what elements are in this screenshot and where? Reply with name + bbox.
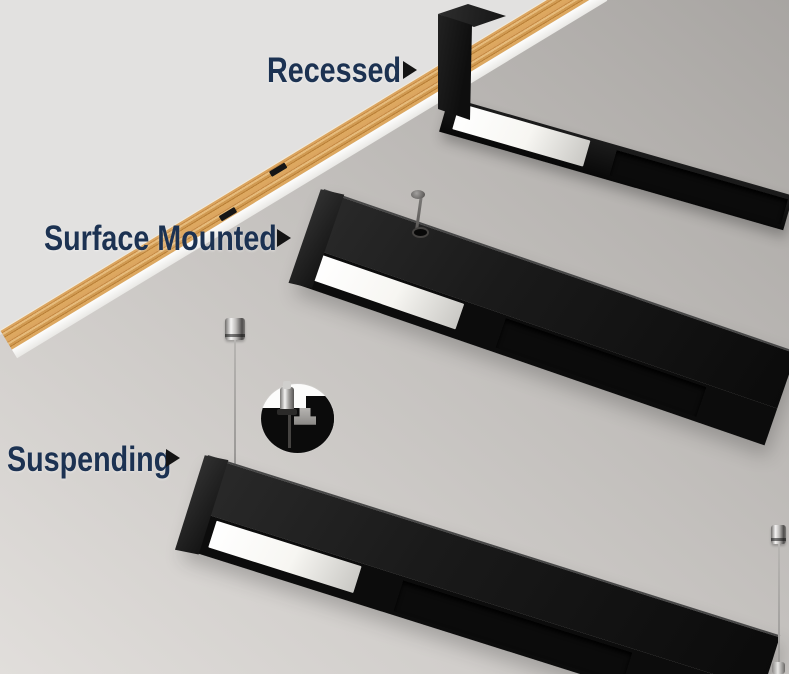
suspension-adapter	[294, 408, 316, 425]
panel-slot	[268, 162, 288, 177]
louver-cell	[495, 322, 512, 350]
screw-hole	[412, 227, 429, 238]
suspension-wire	[234, 340, 236, 464]
louver-cell	[393, 584, 409, 613]
suspension-canopy	[225, 318, 245, 340]
louver-cell	[609, 153, 622, 178]
louver-cell	[495, 322, 512, 350]
louver-cell	[393, 584, 409, 613]
label-suspending: Suspending	[7, 440, 172, 479]
louver-cell	[393, 584, 409, 613]
louver-cell	[393, 584, 409, 613]
arrow-right-icon	[403, 61, 417, 79]
louver-cell	[609, 153, 622, 178]
louver-cell	[495, 322, 512, 350]
louver-cell	[495, 322, 512, 350]
louver-cell	[393, 584, 409, 613]
arrow-right-icon	[166, 449, 180, 467]
louver-cell	[495, 322, 512, 350]
louver-cell	[609, 153, 622, 178]
louver-cell	[609, 153, 622, 178]
louver-cell	[393, 584, 409, 613]
arrow-right-icon	[277, 229, 291, 247]
louver-cell	[393, 584, 409, 613]
profile-seam	[288, 406, 291, 448]
suspension-stud	[280, 387, 294, 411]
louver-cell	[495, 322, 512, 350]
mounting-screw-head	[411, 190, 425, 199]
recessed-bracket	[438, 14, 472, 120]
louver-cell	[609, 153, 622, 178]
louver-cell	[609, 153, 622, 178]
suspension-stud-tip	[283, 381, 291, 389]
suspension-stud-base	[277, 409, 297, 415]
cross-section-detail-circle	[261, 384, 334, 453]
louver-cell	[495, 322, 512, 350]
label-surface-mounted: Surface Mounted	[44, 219, 277, 258]
suspension-canopy	[771, 525, 786, 544]
louver-cell	[609, 153, 622, 178]
louver-cell	[609, 153, 622, 178]
louver-cell	[609, 153, 622, 178]
label-recessed: Recessed	[267, 51, 402, 90]
louver-cell	[393, 584, 409, 613]
suspension-wire	[778, 544, 780, 674]
wire-gripper	[772, 662, 785, 674]
